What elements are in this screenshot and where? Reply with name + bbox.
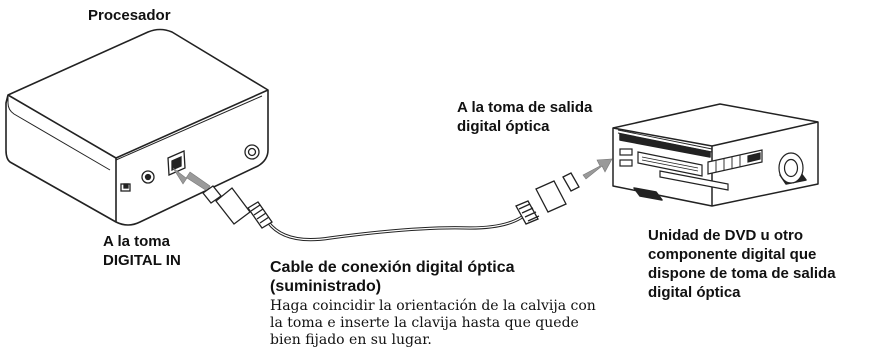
processor-device (5, 28, 269, 226)
dvd-unit-label-line-2: componente digital que (648, 246, 817, 263)
left-plug-icon (202, 185, 273, 229)
dvd-player-front-panel (619, 148, 804, 191)
cable-instructions: Haga coincidir la orientación de la calv… (270, 298, 670, 349)
optical-cable (266, 208, 532, 242)
digital-in-label-line-2: DIGITAL IN (103, 252, 181, 269)
cable-title: Cable de conexión digital óptica (sumini… (270, 258, 670, 296)
mini-jack-icon (141, 170, 155, 184)
power-button-icon (244, 144, 260, 160)
arrow-to-player-icon (582, 158, 613, 180)
digital-in-jack-label: A la toma DIGITAL IN (103, 232, 263, 270)
cable-title-line-1: Cable de conexión digital óptica (270, 259, 515, 276)
processor-ports (120, 144, 260, 192)
optical-output-label-line-1: A la toma de salida (457, 99, 593, 116)
optical-output-jack-label: A la toma de salida digital óptica (457, 98, 657, 136)
optical-port-icon (167, 150, 186, 176)
digital-in-label-line-1: A la toma (103, 233, 170, 250)
cable-instructions-line-1: Haga coincidir la orientación de la calv… (270, 298, 596, 314)
dvd-unit-label: Unidad de DVD u otro componente digital … (648, 226, 868, 302)
cable-title-line-2: (suministrado) (270, 278, 382, 295)
dvd-unit-label-line-4: digital óptica (648, 284, 741, 301)
processor-label: Procesador (88, 6, 248, 25)
cable-instructions-line-2: la toma e inserte la clavija hasta que q… (270, 315, 579, 331)
right-plug-icon (515, 172, 580, 225)
dvd-unit-label-line-1: Unidad de DVD u otro (648, 227, 803, 244)
cable-instructions-line-3: bien fijado en su lugar. (270, 332, 432, 348)
switch-icon (120, 183, 131, 192)
dvd-unit-label-line-3: dispone de toma de salida (648, 265, 836, 282)
processor-label-text: Procesador (88, 7, 171, 24)
optical-output-label-line-2: digital óptica (457, 118, 550, 135)
dvd-player-device (612, 103, 819, 207)
